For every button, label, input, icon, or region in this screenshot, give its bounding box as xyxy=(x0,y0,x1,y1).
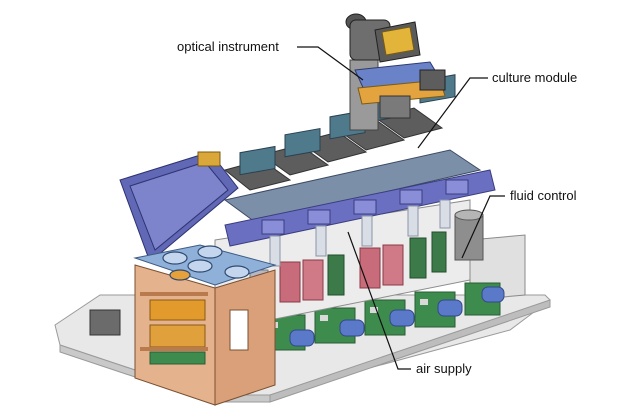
valve-panels xyxy=(327,231,447,296)
leader-optical xyxy=(297,46,364,81)
label-fluid-control: fluid control xyxy=(510,188,577,203)
label-culture-module: culture module xyxy=(492,70,578,85)
leader-fluid xyxy=(461,195,505,259)
stepper-motor xyxy=(89,309,121,336)
leader-lines xyxy=(297,46,505,370)
air-tubes xyxy=(269,199,451,267)
optical-instrument xyxy=(345,13,446,131)
label-air-supply: air supply xyxy=(416,361,472,376)
leader-air xyxy=(347,231,411,370)
culture-wells xyxy=(162,245,250,281)
fluid-cylinder xyxy=(454,209,484,261)
rail-segments xyxy=(261,179,469,235)
leader-culture xyxy=(417,77,488,149)
label-optical-instrument: optical instrument xyxy=(177,39,279,54)
fluid-motors xyxy=(289,286,505,347)
